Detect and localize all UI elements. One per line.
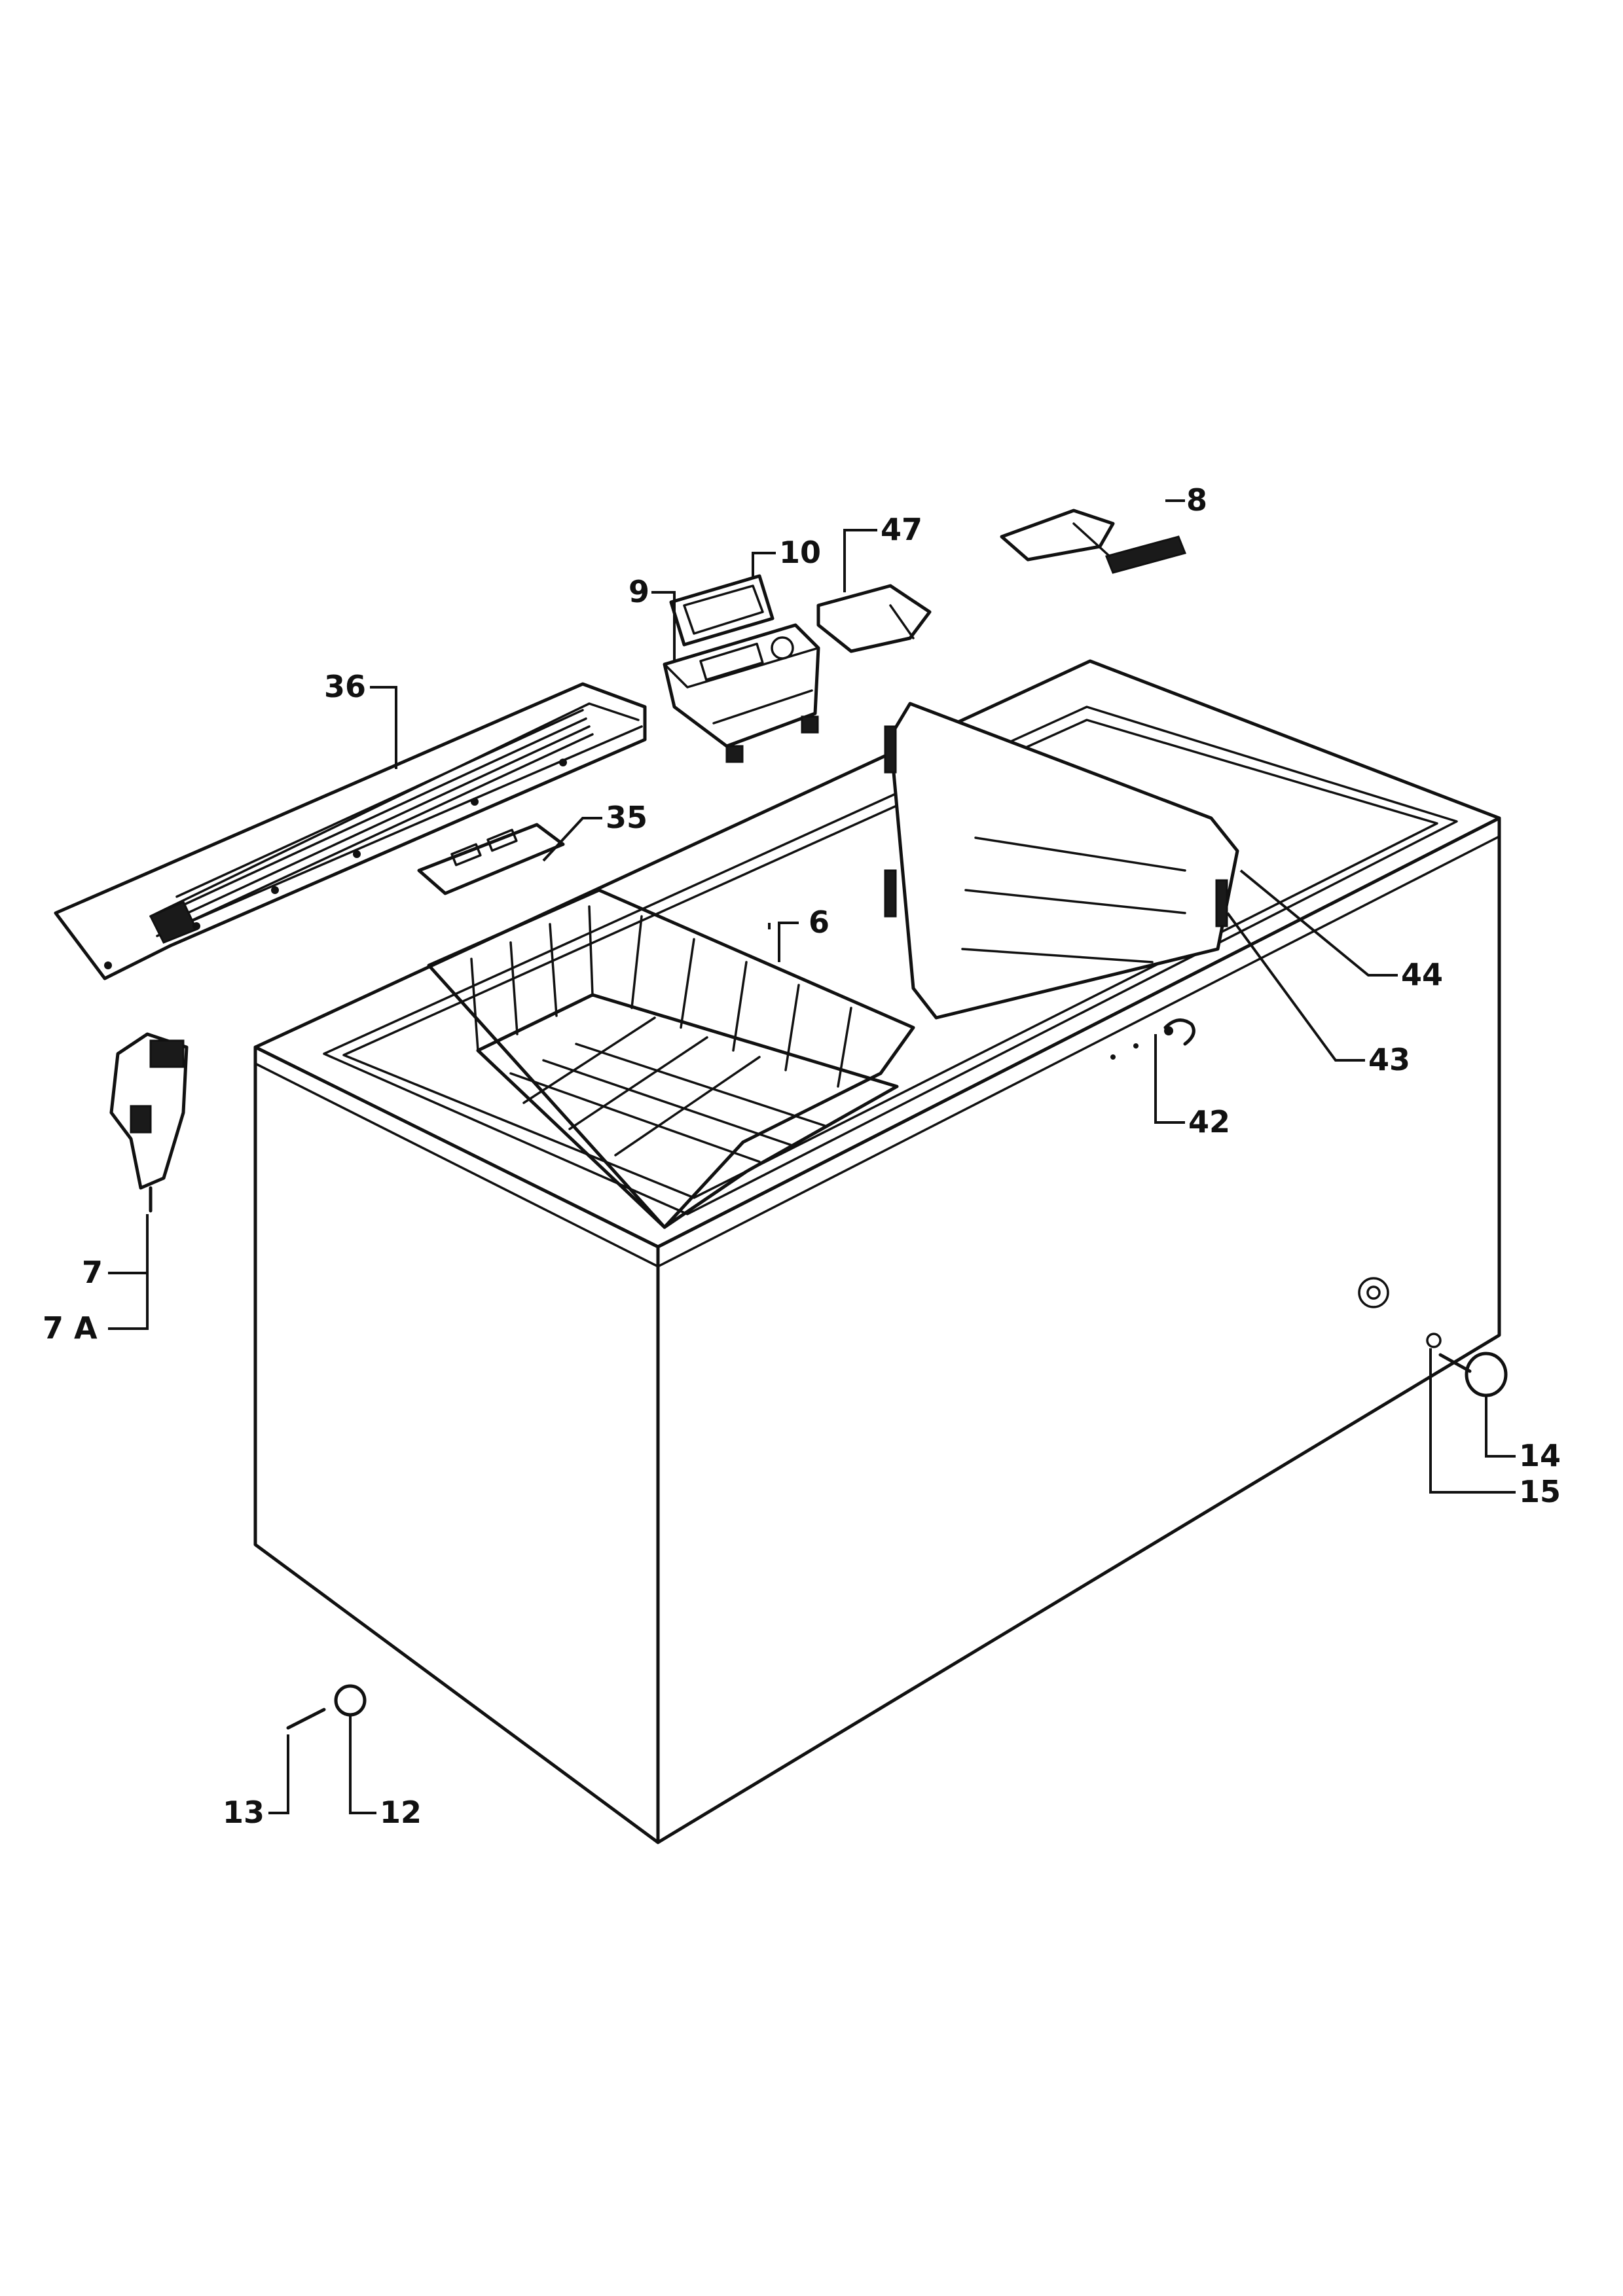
label-10: 10 <box>779 535 821 570</box>
part-43-divider-clip <box>1215 879 1228 927</box>
label-15: 15 <box>1519 1474 1561 1509</box>
part-15-washer <box>1426 1333 1442 1348</box>
part-13-screw <box>286 1708 326 1730</box>
label-42: 42 <box>1188 1104 1230 1139</box>
leader-lines <box>108 499 1516 1814</box>
label-7a: 7 A <box>43 1310 98 1346</box>
label-6: 6 <box>809 905 830 940</box>
label-43: 43 <box>1368 1042 1410 1077</box>
part-labels: 6 7 7 A 8 9 10 12 13 14 15 35 36 42 43 4… <box>43 482 1561 1830</box>
label-35: 35 <box>606 800 647 835</box>
label-13: 13 <box>223 1795 264 1830</box>
part-8-scraper <box>1000 509 1187 574</box>
part-6-wire-basket <box>427 888 915 1229</box>
label-44: 44 <box>1401 957 1443 992</box>
label-8: 8 <box>1186 482 1207 518</box>
label-7: 7 <box>82 1255 103 1290</box>
part-10-frame <box>669 574 775 647</box>
freezer-cabinet <box>253 659 1501 1844</box>
part-35-bracket <box>417 823 565 895</box>
label-9: 9 <box>629 574 649 609</box>
part-14-knob <box>1438 1352 1508 1397</box>
part-12-foot <box>334 1684 367 1717</box>
part-42-clip <box>1163 1018 1195 1046</box>
label-47: 47 <box>881 512 922 547</box>
part-7-thermostat <box>109 1032 189 1213</box>
label-14: 14 <box>1519 1438 1561 1473</box>
part-9-control-housing <box>663 623 820 763</box>
part-36-hinge-panel <box>54 682 647 980</box>
part-6-wires <box>470 905 852 1163</box>
label-12: 12 <box>380 1795 422 1830</box>
part-47-cover <box>816 584 932 653</box>
part-36-slots <box>175 709 594 924</box>
label-36: 36 <box>324 669 366 704</box>
